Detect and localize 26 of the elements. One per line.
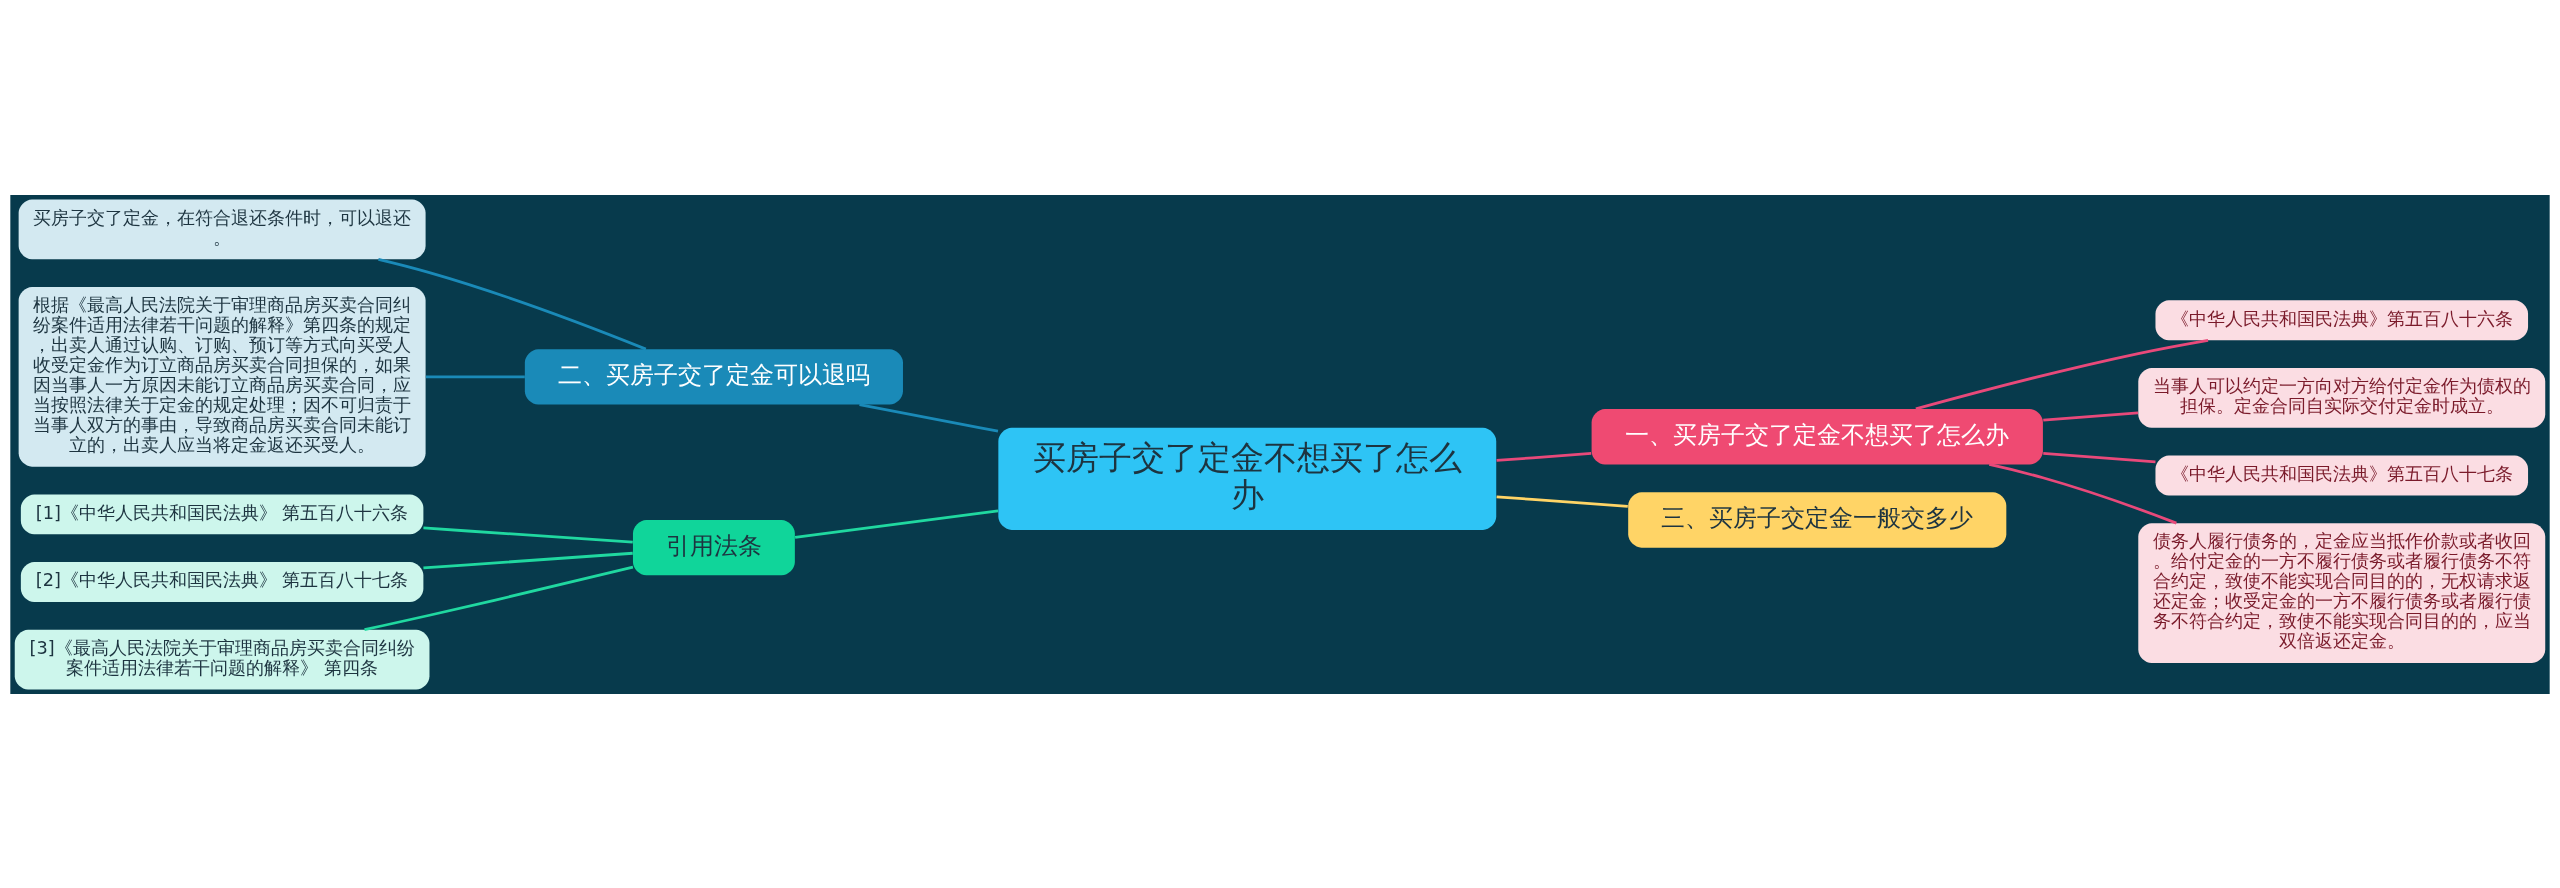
connector: [423, 551, 633, 569]
connector: [423, 526, 633, 544]
node-box: 根据《最高人民法院关于审理商品房买卖合同纠纷案件适用法律若干问题的解释》第四条的规定，出卖人通过认购、订购、预订等方式向买受人收受定金作为订立商品房买卖合同担保的，如果因当事人一方原因未能订立商品房买卖合同，应当按照法律关于定金的规定处理；因不可归责于当事人双方的事由，导致商品房买卖合同未能订立的，出卖人应当将定金返还买受人。: [18, 286, 426, 467]
node-box: 三、买房子交定金一般交多少: [1628, 491, 2007, 548]
connector: [859, 402, 999, 433]
node-box: 《中华人民共和国民法典》第五百八十七条: [2155, 455, 2529, 495]
connector: [1496, 451, 1592, 462]
node-box: 二、买房子交了定金可以退吗: [524, 348, 903, 405]
node-box: 买房子交了定金不想买了怎么办: [998, 427, 1497, 530]
connector: [2043, 451, 2156, 463]
connector: [425, 374, 525, 378]
connector: [2043, 411, 2139, 421]
connector: [1496, 494, 1628, 508]
node-box: [3]《最高人民法院关于审理商品房买卖合同纠纷案件适用法律若干问题的解释》 第四条: [14, 629, 430, 690]
node-box: 当事人可以约定一方向对方给付定金作为债权的担保。定金合同自实际交付定金时成立。: [2138, 367, 2546, 428]
node-box: 《中华人民共和国民法典》第五百八十六条: [2155, 299, 2529, 340]
connector: [1988, 462, 2177, 524]
connector: [378, 257, 647, 350]
connector: [794, 509, 999, 539]
node-box: [2]《中华人民共和国民法典》 第五百八十七条: [20, 561, 424, 602]
node-box: 债务人履行债务的，定金应当抵作价款或者收回。给付定金的一方不履行债务或者履行债务不符合约定，致使不能实现合同目的的，无权请求返还定金；收受定金的一方不履行债务或者履行债务不符合约定，致使不能实现合同目的的，应当双倍返还定金。: [2138, 522, 2546, 663]
node-box: 引用法条: [632, 519, 795, 575]
node-box: 买房子交了定金，在符合退还条件时，可以退还。: [18, 198, 426, 259]
connector: [1915, 338, 2209, 410]
node-box: [1]《中华人民共和国民法典》 第五百八十六条: [20, 493, 424, 534]
node-box: 一、买房子交了定金不想买了怎么办: [1591, 408, 2043, 464]
